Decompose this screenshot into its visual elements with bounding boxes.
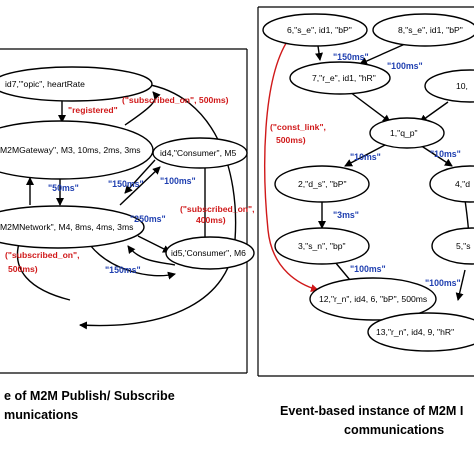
right-caption-line1: Event-based instance of M2M I <box>280 404 463 418</box>
edge-n5-n13 <box>455 269 466 301</box>
edge-label-subscribed-on-400-1: ("subscribed_on", <box>180 204 255 214</box>
left-panel: id7,"'opic", heartRate M2MGateway", M3, … <box>0 48 255 422</box>
edge-label-150ms-a: "150ms" <box>108 179 144 189</box>
right-caption-line2: communications <box>344 423 444 437</box>
node-n2 <box>274 165 370 203</box>
edge-label-150ms-b: "150ms" <box>105 265 141 275</box>
edge-label-subscribed-on-500b-1: ("subscribed_on", <box>5 250 80 260</box>
node-n1 <box>369 117 445 149</box>
edge-network-id5 <box>137 235 171 253</box>
node-n6-label: 6,"s_e", id1, "bP" <box>287 25 352 35</box>
edge-n6-n7 <box>315 45 323 61</box>
edge-label-10ms-a: "10ms" <box>350 152 381 162</box>
node-n1-label: 1,"q_p" <box>390 128 418 138</box>
edge-label-subscribed-on-400-2: 400ms) <box>196 215 226 225</box>
node-id7-label: id7,"'opic", heartRate <box>5 79 85 89</box>
edge-label-100ms-a: "100ms" <box>387 61 423 71</box>
node-id5 <box>165 236 255 270</box>
edge-label-const-link-2: 500ms) <box>276 135 306 145</box>
edge-n10-n1 <box>419 101 449 123</box>
edge-label-250ms: "250ms" <box>130 214 166 224</box>
edge-label-subscribed-on-500: ("subscribed_on", 500ms) <box>122 95 229 105</box>
edge-n1-n2 <box>344 144 386 167</box>
edge-network-id4 <box>119 166 161 206</box>
node-n13-label: 13,"r_n", id4, 9, "hR" <box>376 327 454 337</box>
edge-const-link <box>264 39 319 292</box>
edge-network-id5-lower <box>89 244 176 280</box>
edge-label-100ms: "100ms" <box>160 176 196 186</box>
node-n3 <box>274 227 370 265</box>
edge-id5-network <box>127 245 176 266</box>
node-n7 <box>289 61 391 95</box>
node-network-label: M2MNetwork", M4, 8ms, 4ms, 3ms <box>0 222 133 232</box>
right-panel: 6,"s_e", id1, "bP" 8,"s_e", id1, "bP" 7,… <box>257 6 474 437</box>
node-id4-label: id4,"Consumer", M5 <box>160 148 237 158</box>
node-n6 <box>262 13 368 47</box>
edge-label-3ms: "3ms" <box>333 210 359 220</box>
node-n8-label: 8,"s_e", id1, "bP" <box>398 25 463 35</box>
edge-network-left-loop <box>16 239 71 301</box>
node-n5 <box>431 227 474 265</box>
node-n2-label: 2,"d_s", "bP" <box>298 179 347 189</box>
edge-n8-n7 <box>359 43 406 65</box>
node-gateway <box>0 120 154 180</box>
node-n12 <box>309 277 437 321</box>
edge-label-150ms: "150ms" <box>333 52 369 62</box>
node-network <box>0 205 145 249</box>
node-gateway-label: M2MGateway", M3, 10ms, 2ms, 3ms <box>0 145 141 155</box>
node-n8 <box>372 13 474 47</box>
edge-label-100ms-b: "100ms" <box>350 264 386 274</box>
node-n12-label: 12,"r_n", id4, 6, "bP", 500ms <box>319 294 427 304</box>
edge-n7-n1 <box>349 91 391 123</box>
node-n13 <box>367 312 474 352</box>
left-caption-line1: e of M2M Publish/ Subscribe <box>4 389 175 403</box>
node-n10-label: 10, <box>456 81 468 91</box>
left-caption-line2: munications <box>4 408 78 422</box>
node-n3-label: 3,"s_n", "bp" <box>298 241 346 251</box>
edge-label-100ms-c: "100ms" <box>425 278 461 288</box>
edge-id4-network <box>124 159 156 194</box>
edge-gateway-id7 <box>124 91 161 126</box>
edge-n1-n4 <box>419 144 453 167</box>
edge-label-const-link-1: ("const_link", <box>270 122 326 132</box>
node-n10 <box>424 69 474 103</box>
node-id4 <box>152 137 248 169</box>
node-id5-label: id5,'Consumer", M6 <box>171 248 246 258</box>
edge-label-50ms: "50ms" <box>48 183 79 193</box>
node-n7-label: 7,"r_e", id1, "hR" <box>312 73 376 83</box>
node-n4-label: 4,"d <box>455 179 470 189</box>
edge-label-registered: "registered" <box>68 105 118 115</box>
node-id7 <box>0 66 153 102</box>
edge-label-10ms-b: "10ms" <box>430 149 461 159</box>
node-n4 <box>429 165 474 203</box>
edge-label-subscribed-on-500b-2: 500ms) <box>8 264 38 274</box>
node-n5-label: 5,"s <box>456 241 471 251</box>
